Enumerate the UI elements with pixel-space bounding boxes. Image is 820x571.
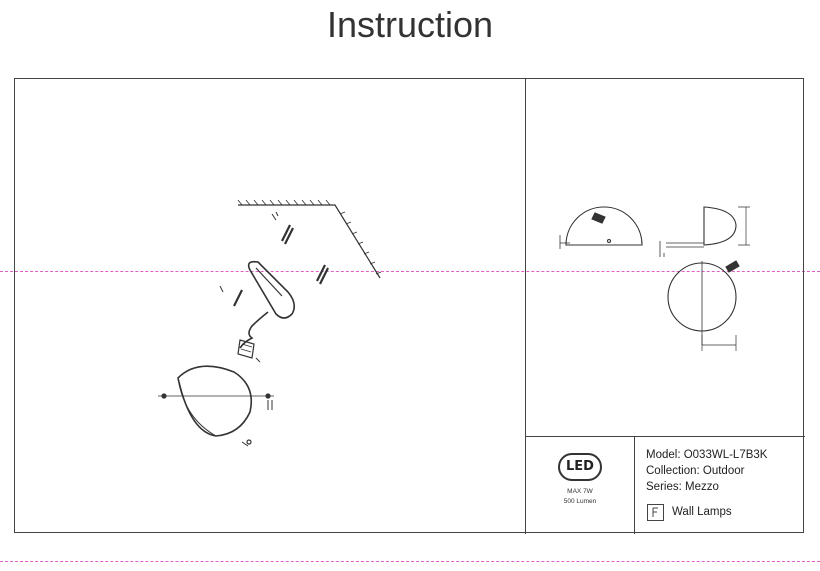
series-label: Series: Mezzo (646, 481, 719, 493)
lumen-label: 500 Lumen (563, 498, 597, 505)
wall-lamp-icon (647, 504, 664, 521)
model-label: Model: O033WL-L7B3K (646, 449, 768, 461)
fold-guide-line (0, 271, 820, 272)
page-title: Instruction (326, 4, 494, 45)
max-power-label: MAX 7W (567, 488, 593, 495)
category-label: Wall Lamps (672, 506, 732, 518)
cut-guide-line (0, 561, 820, 562)
led-icon: LED (558, 453, 602, 481)
info-divider (525, 436, 805, 437)
collection-label: Collection: Outdoor (646, 465, 745, 477)
instruction-frame (14, 78, 805, 534)
panel-divider (525, 79, 526, 534)
assembly-diagram (158, 199, 382, 447)
spec-divider (634, 436, 635, 534)
dimension-drawings (559, 206, 750, 351)
